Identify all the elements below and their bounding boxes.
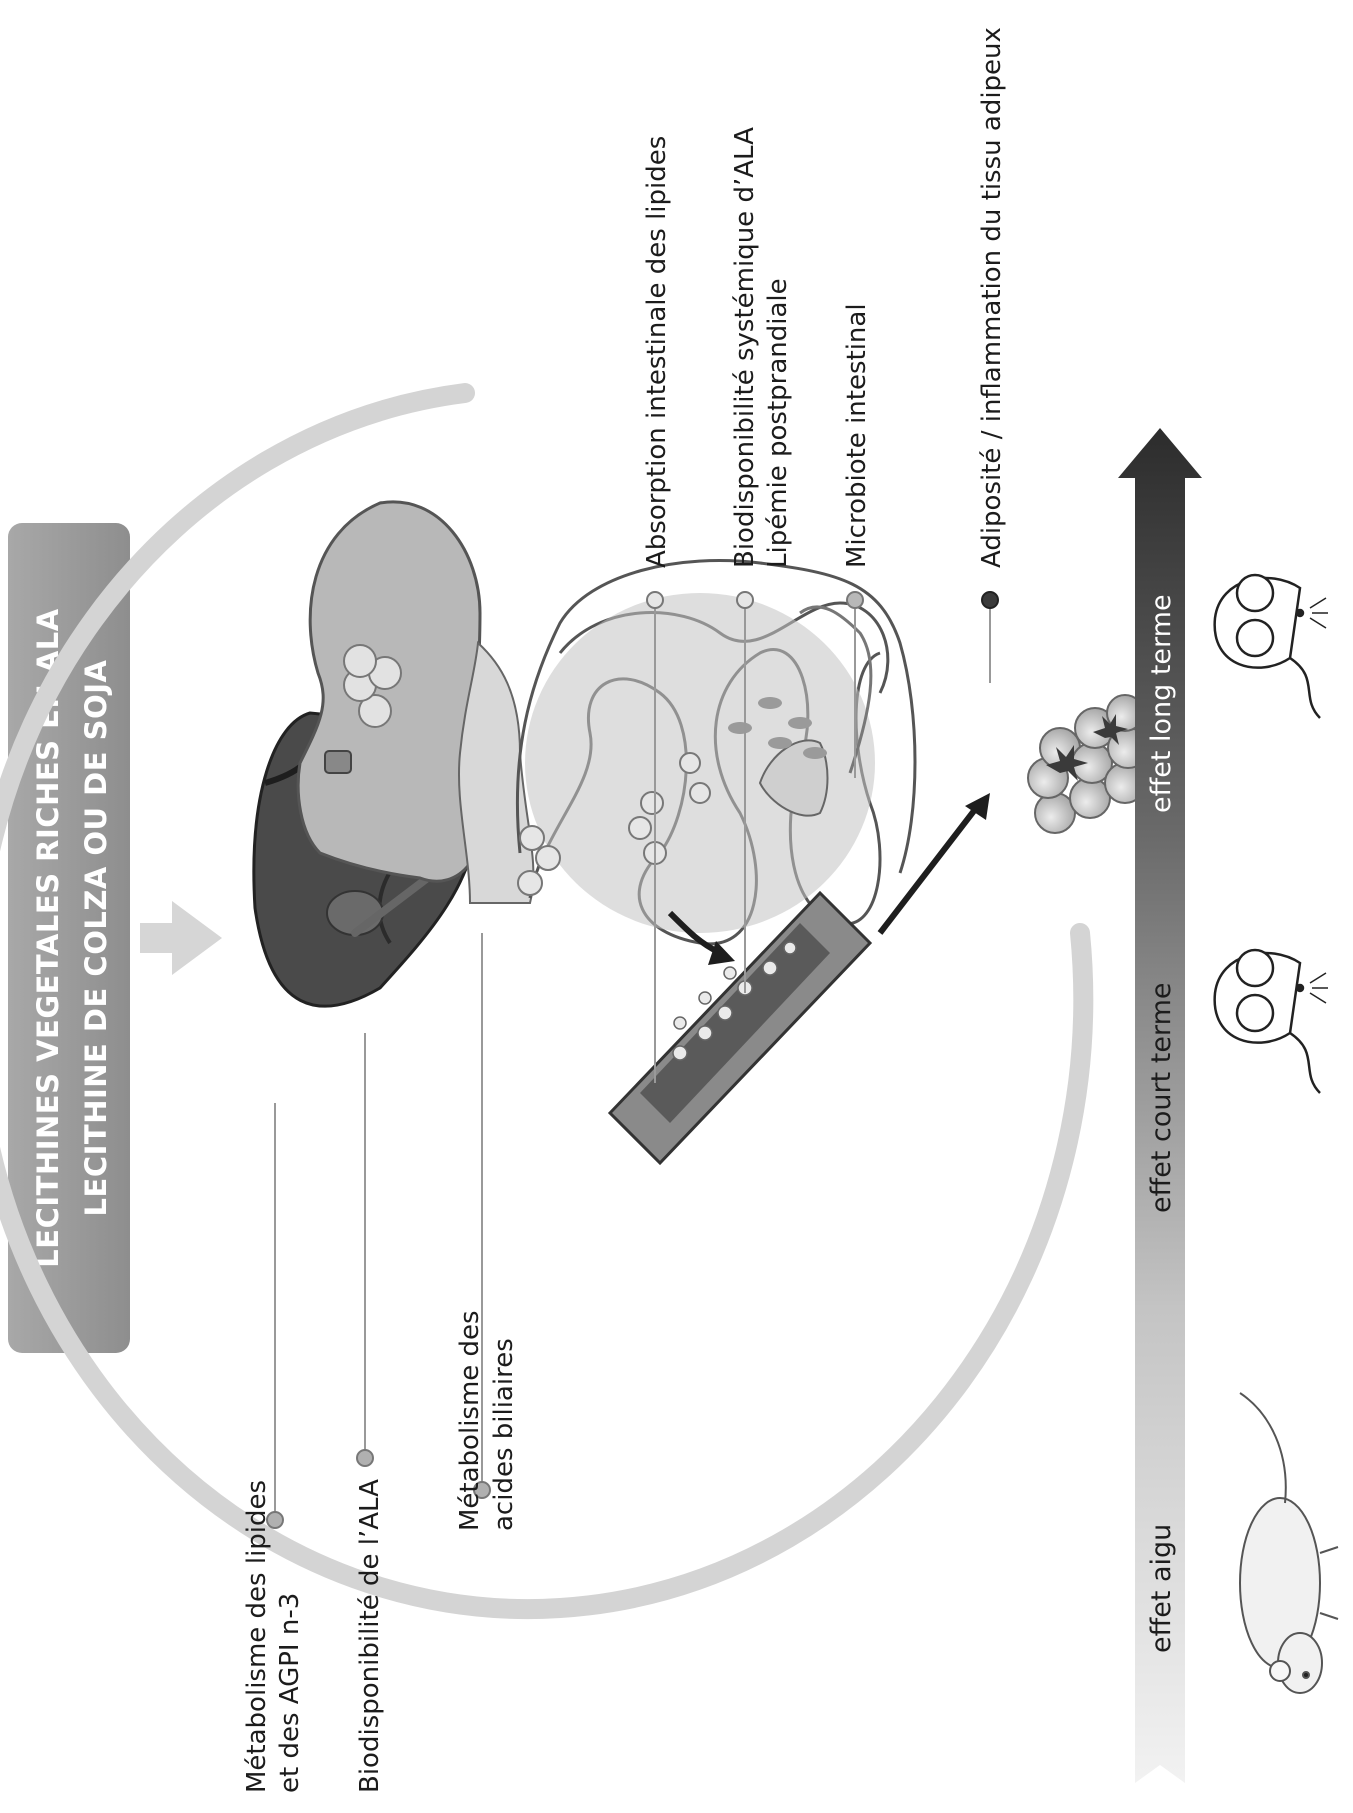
label-ala-bioavailability: Biodisponibilité de l’ALA xyxy=(355,1479,385,1793)
stomach-icon xyxy=(296,500,484,883)
label-lipid-metabolism-1: Métabolisme des lipides xyxy=(242,1480,272,1793)
arrow-head-3 xyxy=(965,793,990,820)
label-microbiota: Microbiote intestinal xyxy=(842,303,872,568)
banner-line-2: LECITHINE DE COLZA OU DE SOJA xyxy=(79,659,113,1216)
blood-vessel-icon xyxy=(607,890,873,1166)
label-systemic-1: Biodisponibilité systémique d’ALA xyxy=(730,127,760,568)
arrow-head-2 xyxy=(708,941,735,965)
timeline-short-term: effet court terme xyxy=(1146,983,1177,1213)
rat-icon xyxy=(1239,1392,1339,1694)
timeline-arrow xyxy=(1118,428,1202,1783)
adipose-tissue-icon xyxy=(1027,694,1149,834)
arrow-vessel-adipose xyxy=(877,801,983,935)
label-adiposity: Adiposité / inflammation du tissu adipeu… xyxy=(977,27,1007,568)
timeline-acute: effet aigu xyxy=(1146,1524,1177,1653)
banner-arrow-icon xyxy=(140,901,222,975)
process-arc xyxy=(0,383,1094,1620)
timeline-long-term: effet long terme xyxy=(1146,594,1177,813)
mouse-icon-short xyxy=(1213,948,1328,1094)
colon-microbiota xyxy=(728,605,873,817)
label-systemic-2: Lipémie postprandiale xyxy=(763,278,793,568)
label-absorption: Absorption intestinale des lipides xyxy=(642,136,672,568)
label-bile-acids-1: Métabolisme des xyxy=(455,1310,485,1531)
label-lipid-metabolism-2: et des AGPI n-3 xyxy=(275,1593,305,1793)
mouse-icon-long xyxy=(1213,573,1328,719)
right-callouts xyxy=(646,591,999,1083)
left-callouts xyxy=(266,933,491,1529)
label-bile-acids-2: acides biliaires xyxy=(489,1338,519,1531)
